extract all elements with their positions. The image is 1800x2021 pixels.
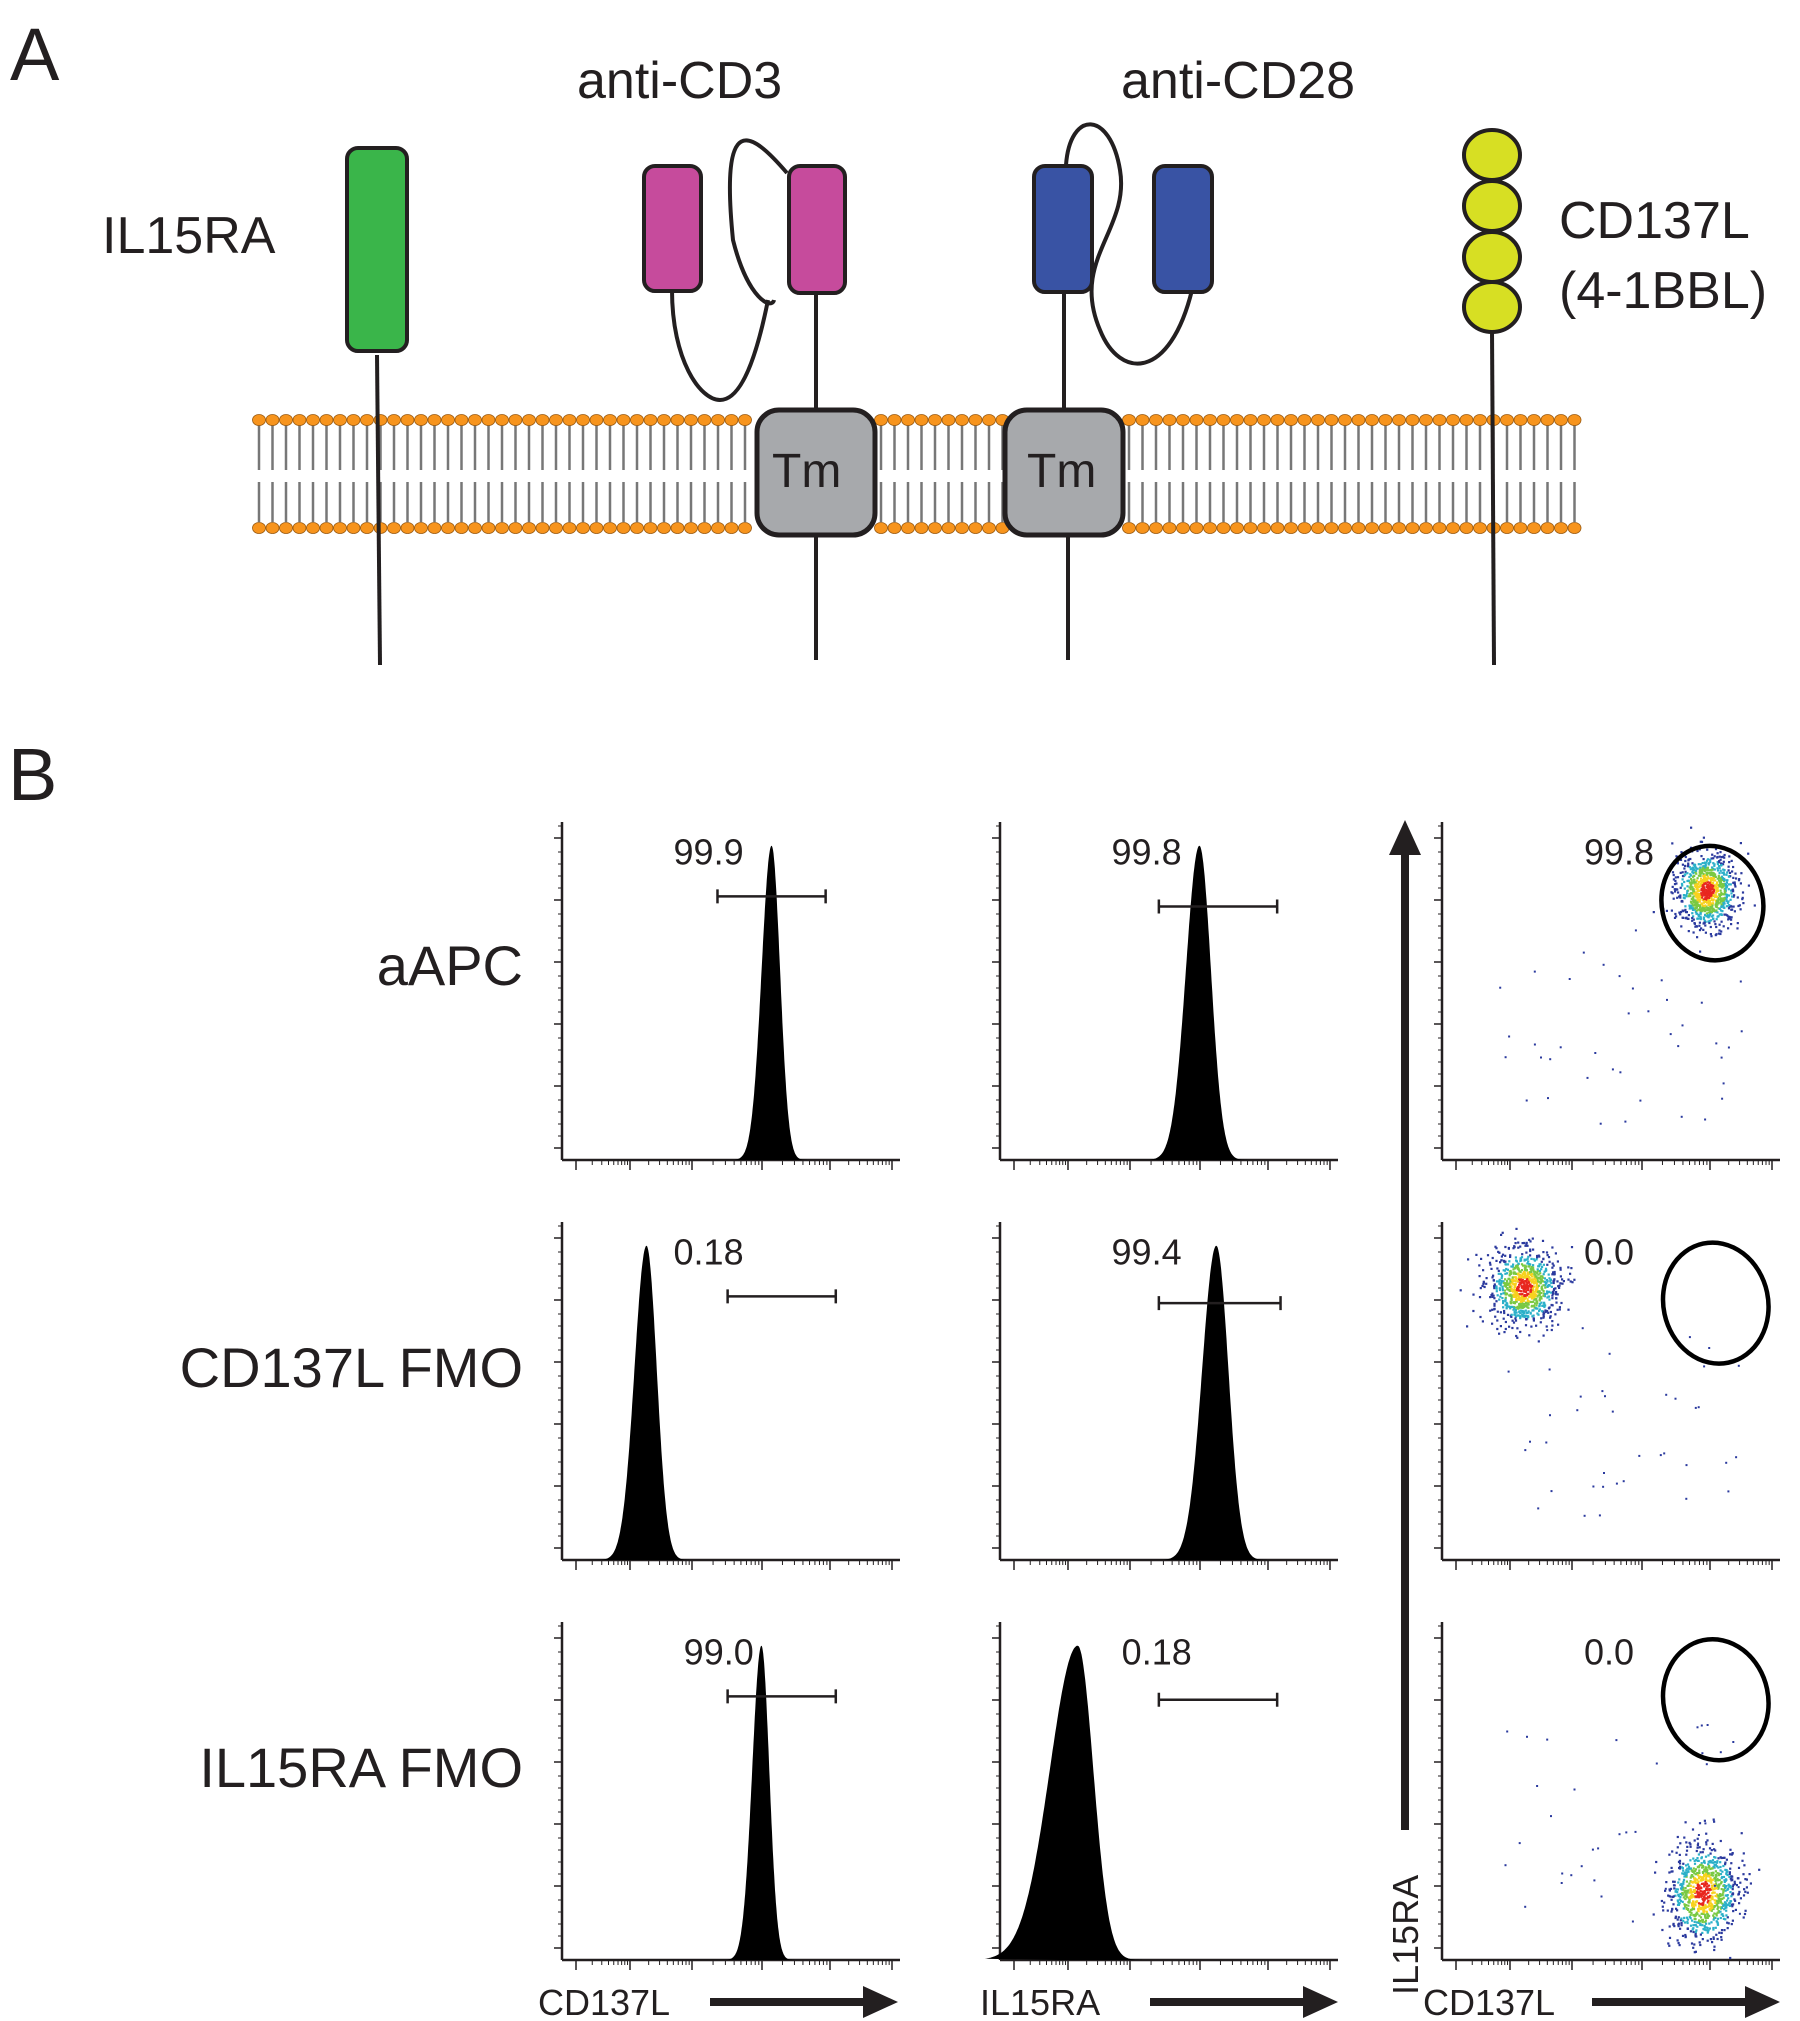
anti-cd3-molecule [642, 138, 847, 660]
gate-percent: 99.9 [674, 831, 744, 872]
plot-r2-c3: 0.0 [1434, 1222, 1780, 1570]
cd137l-domain-2 [1462, 179, 1522, 233]
scatter-points [1499, 826, 1756, 1125]
anti-cd3-transmembrane: Tm [754, 407, 878, 538]
plot-r1-c3: 99.8 [1434, 822, 1780, 1170]
anti-cd28-vl-domain [1152, 164, 1214, 294]
anti-cd28-molecule [1032, 122, 1214, 660]
row-label-cd137l-fmo: CD137L FMO [180, 1336, 523, 1399]
gate-percent: 99.8 [1112, 831, 1182, 872]
col2-xaxis-arrow [1150, 1986, 1338, 2018]
gate-percent: 0.18 [674, 1231, 744, 1272]
plot-r1-c1: 99.9 [554, 822, 900, 1170]
gate-percent: 99.8 [1584, 831, 1654, 872]
plot-r3-c3: 0.0 [1434, 1622, 1780, 1970]
anti-cd3-vl-domain [642, 164, 703, 293]
plot-r3-c1: 99.0 [554, 1622, 900, 1970]
cell-membrane [252, 414, 1582, 534]
anti-cd28-label: anti-CD28 [1121, 52, 1355, 110]
col3-yaxis-arrow [1389, 820, 1421, 1830]
col2-xlabel: IL15RA [980, 1982, 1100, 2021]
cd137l-label: CD137L [1559, 192, 1750, 250]
gate-percent: 0.0 [1584, 1631, 1634, 1672]
anti-cd3-label: anti-CD3 [577, 52, 782, 110]
gate-percent: 0.0 [1584, 1231, 1634, 1272]
histogram-peak [984, 1645, 1143, 1960]
tm-label-cd28: Tm [1027, 445, 1096, 498]
anti-cd3-vh-domain [787, 164, 847, 295]
panel-a-letter: A [10, 13, 60, 96]
cd137l-domain-4 [1462, 280, 1522, 334]
tm-label-cd3: Tm [772, 445, 841, 498]
cd137l-molecule [1462, 128, 1522, 666]
il15ra-label: IL15RA [102, 207, 276, 265]
scatter-points [1504, 1724, 1761, 1960]
col1-xlabel: CD137L [538, 1982, 670, 2021]
plot-r2-c1: 0.18 [554, 1222, 900, 1570]
histogram-peak [582, 1245, 693, 1560]
plot-r3-c2: 0.18 [984, 1622, 1338, 1970]
il15ra-domain [345, 146, 409, 353]
plot-r1-c2: 99.8 [992, 822, 1338, 1170]
col3-xaxis-arrow [1592, 1986, 1780, 2018]
flow-plots-grid: 99.9 99.8 99.8 0.18 99.4 0.0 99.0 0.18 0.0 [554, 822, 1780, 1970]
anti-cd28-vh-domain [1032, 164, 1094, 294]
scatter-points [1459, 1227, 1740, 1517]
gate-ellipse [1660, 1636, 1771, 1763]
gate-ellipse [1659, 843, 1766, 963]
cd137l-domain-1 [1462, 128, 1522, 182]
panel-b-letter: B [8, 733, 57, 816]
anti-cd28-transmembrane: Tm [1002, 407, 1126, 538]
col1-xaxis-arrow [710, 1986, 898, 2018]
cd137l-domain-3 [1462, 230, 1522, 284]
col3-ylabel: IL15RA [1385, 1875, 1426, 1995]
gate-ellipse [1660, 1240, 1771, 1366]
row-label-aapc: aAPC [377, 934, 523, 997]
histogram-peak [1020, 845, 1251, 1160]
col3-xlabel: CD137L [1423, 1982, 1555, 2021]
gate-percent: 0.18 [1122, 1631, 1192, 1672]
gate-percent: 99.0 [684, 1631, 754, 1672]
histogram-peak [582, 1645, 797, 1960]
histogram-peak [1020, 1245, 1271, 1560]
gate-percent: 99.4 [1112, 1231, 1182, 1272]
histogram-peak [582, 845, 810, 1160]
il15ra-molecule [345, 146, 409, 666]
cd137l-label-alias: (4-1BBL) [1559, 262, 1767, 320]
plot-r2-c2: 99.4 [992, 1222, 1338, 1570]
row-label-il15ra-fmo: IL15RA FMO [199, 1736, 523, 1799]
